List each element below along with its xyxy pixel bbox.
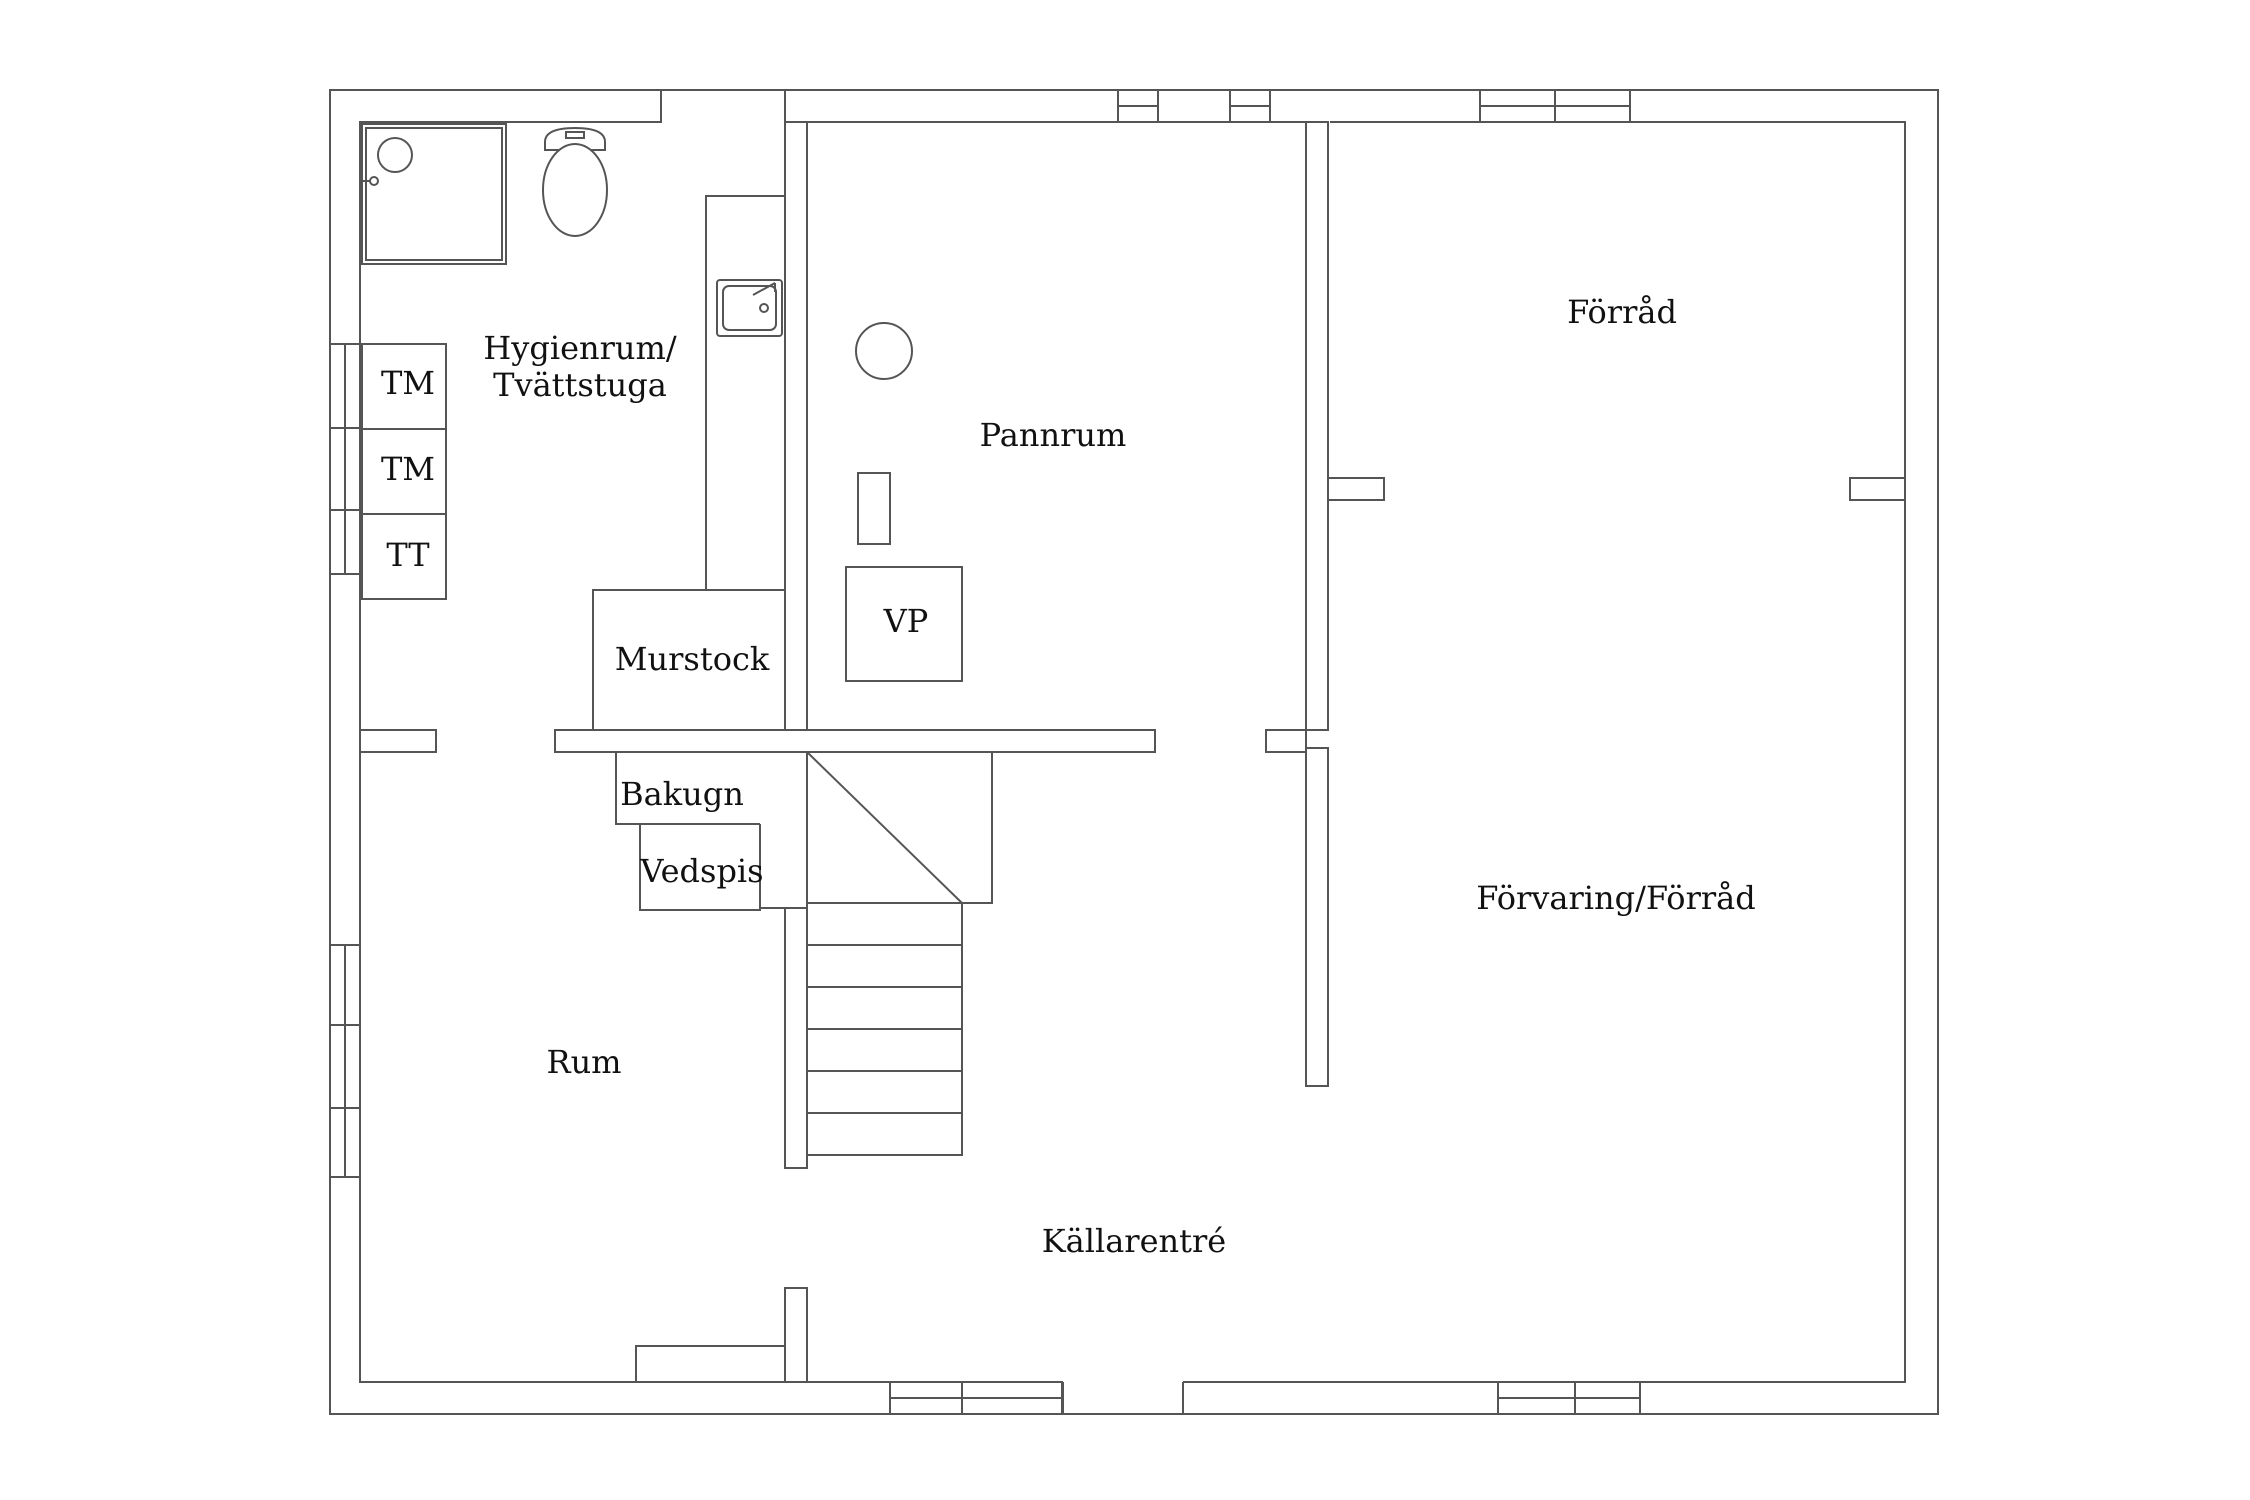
label-rum: Rum [546,1043,621,1081]
water-heater-icon [855,322,913,380]
shower [361,123,507,265]
staircase [806,751,993,1156]
label-vedspis: Vedspis [639,852,763,890]
label-hygienrum-2: Tvättstuga [493,366,667,404]
label-tt: TT [386,536,430,574]
label-tm-2: TM [381,450,435,488]
murstock-box [592,589,786,731]
boiler-equipment [845,322,963,682]
windows [329,89,1641,1415]
tumble-dryer [361,513,447,600]
label-tm-1: TM [381,364,435,402]
interior-walls [359,121,1906,1383]
laundry-machines [361,343,447,600]
label-pannrum: Pannrum [980,416,1127,454]
chimney-and-counter [592,195,786,911]
label-forvaring: Förvaring/Förråd [1476,879,1755,917]
label-forrad: Förråd [1567,293,1677,331]
label-bakugn: Bakugn [620,775,744,813]
room-labels: Hygienrum/ Tvättstuga TM TM TT Murstock … [381,293,1756,1260]
sink-icon [716,279,783,337]
label-kallarentre: Källarentré [1042,1222,1226,1260]
heat-pump-box [845,566,963,682]
label-hygienrum-1: Hygienrum/ [483,329,677,367]
boiler-unit [857,472,891,545]
toilet-icon [542,126,608,237]
label-vp: VP [883,602,929,640]
washing-machine-1 [361,343,447,430]
label-murstock: Murstock [615,640,770,678]
